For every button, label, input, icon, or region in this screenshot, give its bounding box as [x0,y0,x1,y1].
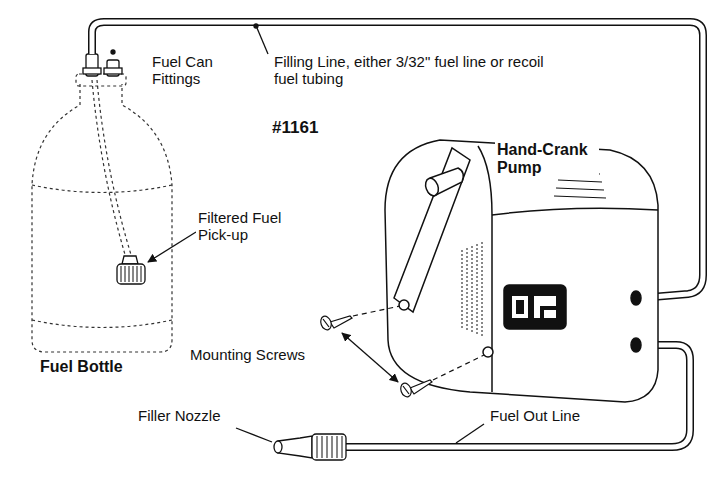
fuel-bottle [32,74,172,352]
part-label: Fuel Bottle [38,358,125,376]
crank-handle [394,148,470,312]
part-label: Fuel Out Line [488,408,582,425]
mounting-screw [319,306,484,398]
part-number: #1161 [270,118,320,137]
logo [504,285,566,329]
hand-crank-pump [385,140,658,402]
part-label: Filling Line, either 3/32" fuel line or … [272,54,566,88]
filler-nozzle [274,434,346,460]
filter-pickup [117,256,145,284]
part-label: Hand-Crank Pump [495,141,599,177]
part-label: Fuel Can Fittings [150,54,254,88]
part-label: Filtered Fuel Pick-up [196,210,308,244]
part-label: Mounting Screws [188,347,307,364]
part-label: Filler Nozzle [136,408,223,425]
